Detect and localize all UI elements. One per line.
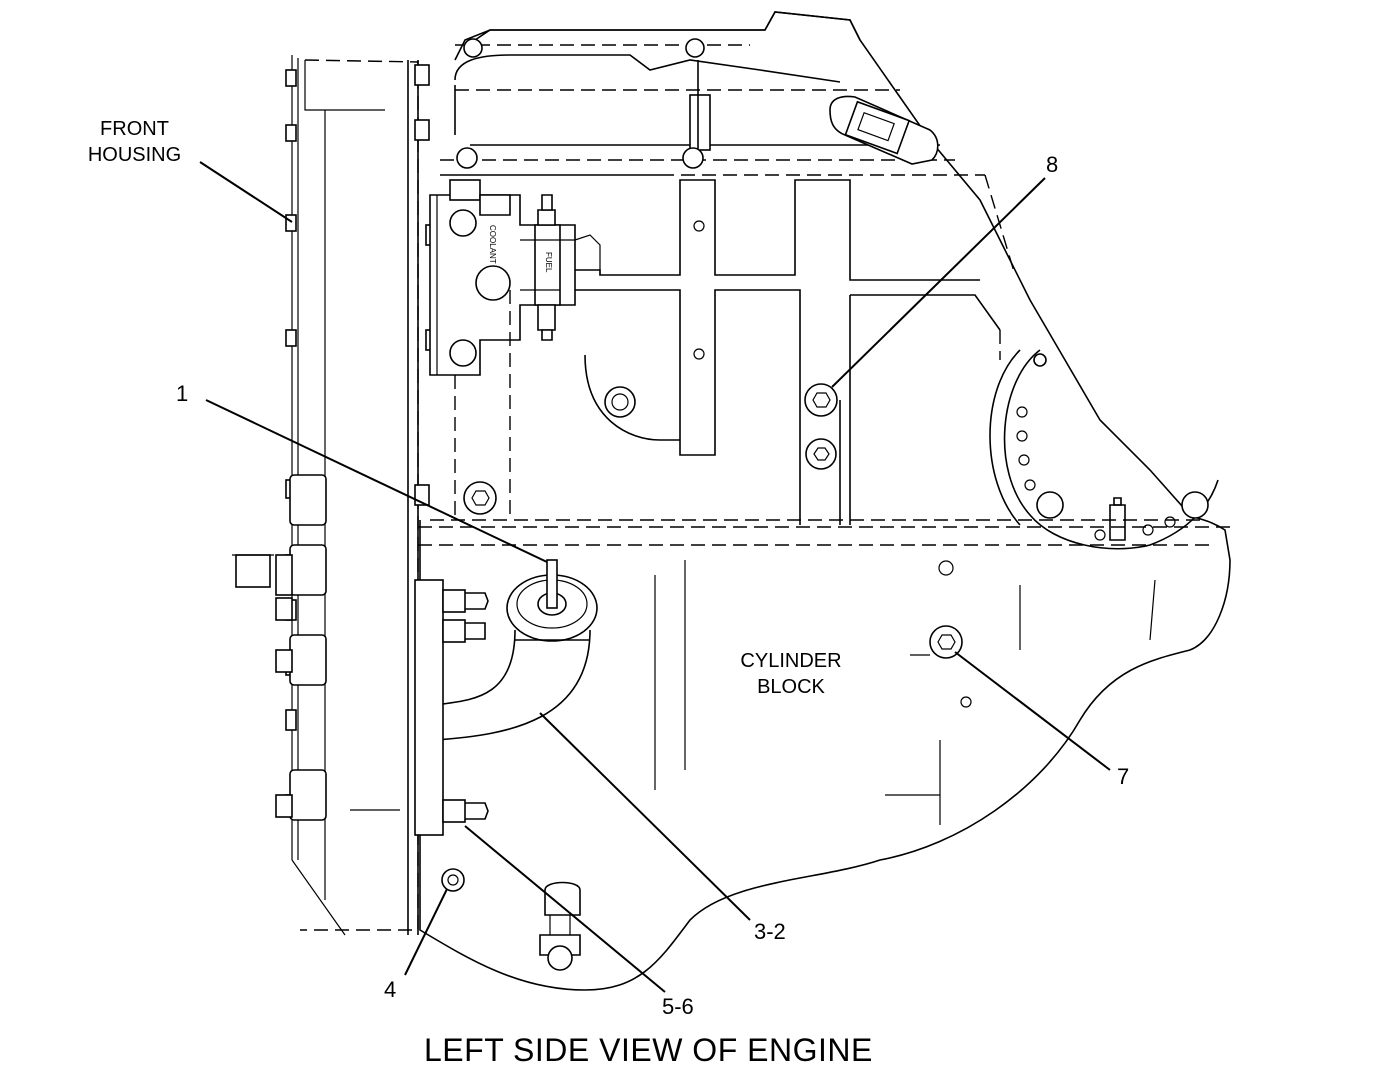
cylinder-block-label: CYLINDER BLOCK (726, 648, 856, 700)
flywheel-housing-flange (989, 349, 1219, 550)
front-housing-bolts (275, 69, 327, 821)
side-cover-plate (414, 579, 489, 836)
dowel-sleeve (232, 554, 274, 588)
leader-8 (831, 177, 1046, 388)
block-surface-lines (654, 560, 1156, 825)
front-housing-label-line2: HOUSING (87, 144, 182, 166)
cylinder-block-outline (419, 11, 1231, 991)
oil-filler-elbow (434, 559, 598, 741)
callout-4: 4 (384, 977, 397, 1002)
leader-7 (954, 651, 1111, 771)
cylinder-block-label-line2: BLOCK (757, 676, 825, 698)
leader-5-6 (464, 825, 666, 993)
callout-7: 7 (1117, 764, 1130, 789)
leader-4 (404, 888, 448, 976)
front-housing-label: FRONT HOUSING (72, 116, 197, 168)
coolant-stamp: COOLANT (488, 225, 497, 264)
block-ribs (454, 174, 1016, 525)
cylinder-block-label-line1: CYLINDER (740, 650, 842, 672)
fuel-stamp: FUEL (544, 252, 553, 273)
diagram-caption: LEFT SIDE VIEW OF ENGINE (424, 1032, 873, 1068)
leader-front-housing (199, 161, 293, 223)
bolt-7 (929, 625, 963, 659)
electrical-connector (829, 95, 939, 165)
leader-1 (205, 399, 548, 563)
callout-1: 1 (176, 381, 189, 406)
front-housing-label-line1: FRONT (100, 118, 169, 140)
drain-plug-4 (441, 868, 465, 892)
callout-3-2: 3-2 (754, 919, 786, 944)
fuel-coolant-manifold (429, 179, 601, 376)
top-cover (454, 11, 861, 61)
bolt-8 (804, 383, 838, 417)
leader-3-2 (539, 712, 751, 921)
lower-fitting (539, 881, 581, 971)
callout-5-6: 5-6 (662, 994, 694, 1019)
callout-8: 8 (1046, 152, 1059, 177)
